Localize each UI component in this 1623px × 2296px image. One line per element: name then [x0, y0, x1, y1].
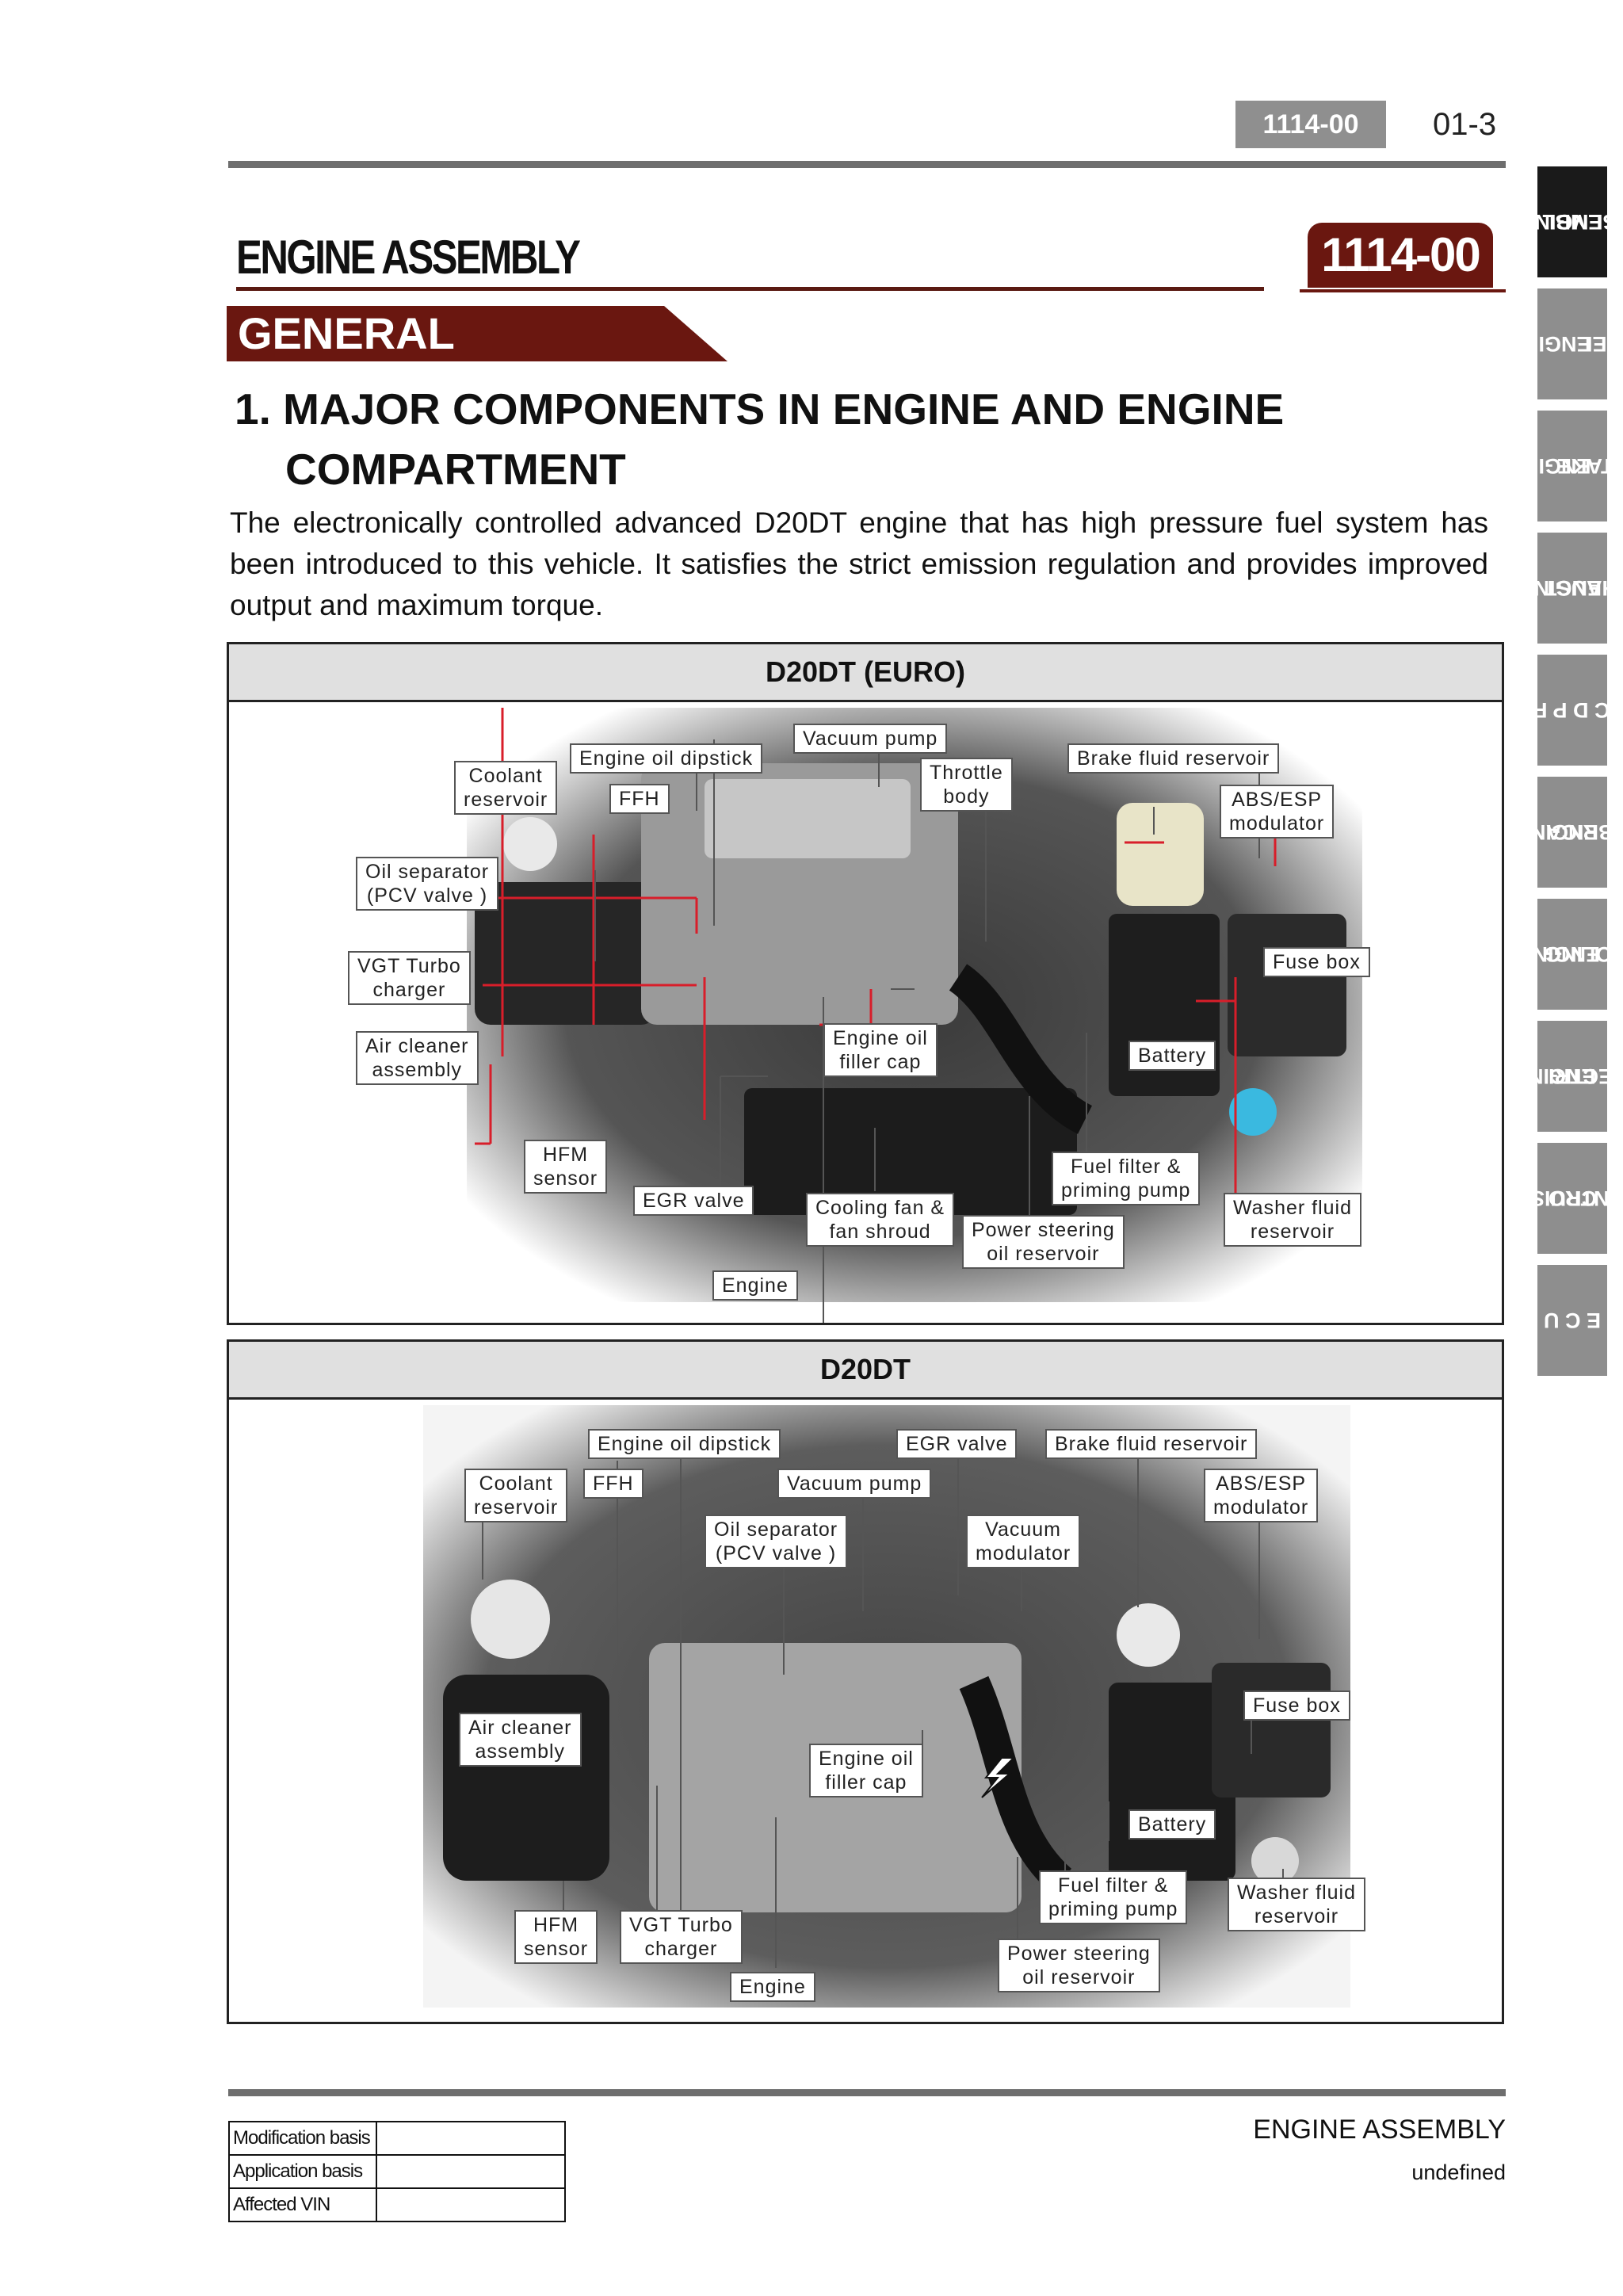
label-engine-2: Engine [730, 1972, 815, 2002]
heading-line-2: COMPARTMENT [285, 445, 626, 494]
air-cleaner-shape-2 [443, 1675, 609, 1881]
side-tab-ecu[interactable]: E C U [1537, 1265, 1607, 1376]
table-cell: Affected VIN [228, 2187, 377, 2222]
table-row: Modification basis [228, 2121, 566, 2156]
label-engine: Engine [712, 1270, 798, 1301]
side-tab-engine-lubrication[interactable]: ENGINE LUBRICA [1537, 777, 1607, 888]
label-oil-separator: Oil separator(PCV valve ) [356, 857, 499, 911]
footer-basis-table: Modification basis Application basis Aff… [228, 2121, 566, 2222]
label-fuse-box: Fuse box [1263, 947, 1370, 977]
footer-divider [228, 2089, 1506, 2096]
code-underline [1300, 289, 1506, 292]
table-cell: Application basis [228, 2154, 377, 2189]
fan-shroud-shape [744, 1088, 1077, 1215]
side-tab-engine-cooling[interactable]: ENGINE COOLING [1537, 899, 1607, 1010]
label-egr-valve: EGR valve [633, 1186, 754, 1216]
footer-subtitle: undefined [1411, 2160, 1506, 2184]
figure-1-title: D20DT (EURO) [229, 644, 1502, 702]
footer-title: ENGINE ASSEMBLY [1253, 2115, 1506, 2145]
section-banner-label: GENERAL [238, 308, 455, 358]
side-tab-engine-exhaust[interactable]: ENGINE EXHAUST [1537, 533, 1607, 644]
header-code-badge: 1114-00 [1235, 101, 1386, 148]
label-brake-fluid-reservoir-2: Brake fluid reservoir [1045, 1429, 1258, 1459]
brake-cap-shape-2 [1117, 1603, 1180, 1667]
section-code-tab: 1114-00 [1308, 223, 1493, 288]
subsection-heading: 1. MAJOR COMPONENTS IN ENGINE AND ENGINE… [235, 379, 1284, 499]
intake-hose-shape-2 [959, 1675, 1072, 1893]
table-cell [376, 2187, 566, 2222]
table-cell [376, 2154, 566, 2189]
intake-hose-shape [949, 964, 1093, 1134]
washer-cap-shape [1229, 1088, 1277, 1136]
label-fuel-filter-priming-pump-2: Fuel filter &priming pump [1039, 1870, 1188, 1924]
coolant-cap-shape [503, 817, 557, 871]
figure-d20dt-euro: D20DT (EURO) [227, 642, 1504, 1325]
label-brake-fluid-reservoir: Brake fluid reservoir [1067, 743, 1280, 774]
label-battery-2: Battery [1128, 1809, 1216, 1839]
label-fuel-filter-priming-pump: Fuel filter &priming pump [1052, 1152, 1201, 1205]
header-divider [228, 161, 1506, 168]
figure-2-title: D20DT [229, 1342, 1502, 1400]
coolant-cap-shape-2 [471, 1580, 550, 1659]
label-engine-oil-dipstick-2: Engine oil dipstick [588, 1429, 781, 1459]
table-row: Application basis [228, 2154, 566, 2189]
label-egr-valve-2: EGR valve [896, 1429, 1018, 1459]
label-fuse-box-2: Fuse box [1243, 1690, 1350, 1721]
air-cleaner-shape [475, 882, 657, 1025]
label-cooling-fan-shroud: Cooling fan &fan shroud [806, 1193, 955, 1247]
side-tab-engine-fuel[interactable]: ENGINE FUEL [1537, 288, 1607, 399]
fuse-box-shape-2 [1212, 1663, 1331, 1797]
intro-paragraph: The electronically controlled advanced D… [230, 506, 1488, 621]
label-battery: Battery [1128, 1041, 1216, 1071]
table-row: Affected VIN [228, 2187, 566, 2222]
section-banner: GENERAL [227, 306, 727, 361]
heading-line-1: 1. MAJOR COMPONENTS IN ENGINE AND ENGINE [235, 384, 1285, 434]
table-cell [376, 2121, 566, 2156]
label-ffh-2: FFH [583, 1469, 643, 1499]
title-underline [236, 287, 1264, 291]
page-number: 01-3 [1433, 107, 1497, 142]
label-oil-separator-2: Oil separator(PCV valve ) [705, 1515, 848, 1568]
side-tab-cdpf[interactable]: C D P F [1537, 655, 1607, 766]
arrow-icon [981, 1757, 1016, 1798]
side-tab-engine-intake[interactable]: ENGINE INTAKE [1537, 411, 1607, 521]
brake-reservoir-shape [1117, 803, 1204, 906]
injector-rail-shape [705, 779, 911, 858]
washer-cap-shape-2 [1251, 1837, 1299, 1885]
label-vacuum-pump-2: Vacuum pump [777, 1469, 932, 1499]
label-ffh: FFH [609, 784, 670, 814]
side-tab-engine-electrical[interactable]: ENGINE ELECTRI [1537, 1021, 1607, 1132]
engine-illustration-2 [423, 1405, 1350, 2008]
label-vacuum-pump: Vacuum pump [793, 724, 948, 754]
table-cell: Modification basis [228, 2121, 377, 2156]
page-title: ENGINE ASSEMBLY [236, 231, 581, 284]
fuse-box-shape [1228, 914, 1346, 1056]
side-tab-engine-assembly[interactable]: ENGINE ASSEMBL [1537, 166, 1607, 277]
side-tab-cruise-control[interactable]: CRUISE CONTRO [1537, 1143, 1607, 1254]
label-engine-oil-dipstick: Engine oil dipstick [570, 743, 763, 774]
figure-d20dt: D20DT [227, 1339, 1504, 2024]
